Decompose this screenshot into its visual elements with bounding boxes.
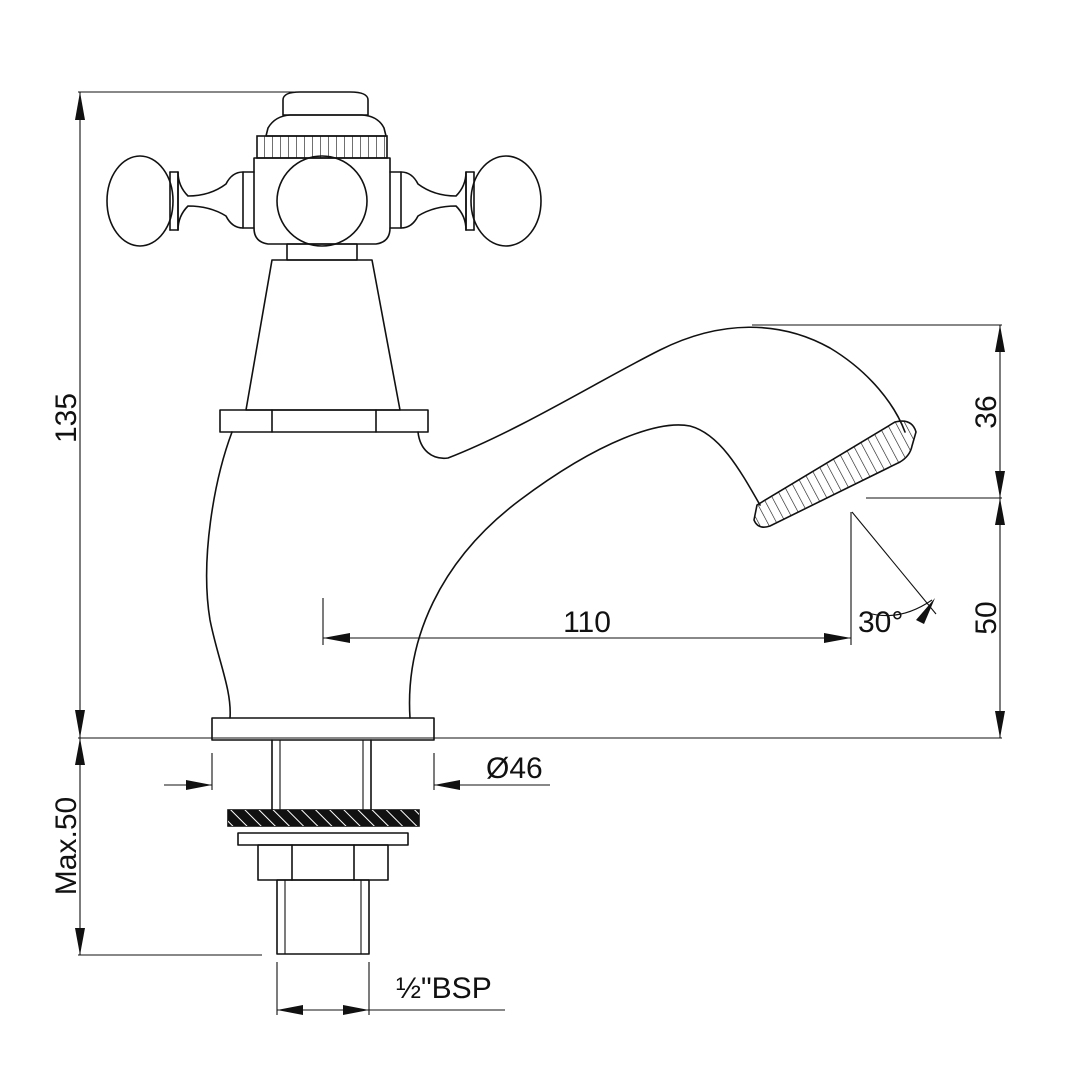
handle-crown <box>265 114 387 137</box>
tap-tail <box>227 739 420 955</box>
dim-label-30: 30° <box>858 606 903 639</box>
dimension-total-height: 135 <box>50 91 1002 739</box>
dim-label-bsp: ½"BSP <box>396 972 492 1005</box>
dimension-spout-lower: 50 <box>970 498 1005 738</box>
tap-base <box>211 717 435 741</box>
handle-knurled-ring <box>256 135 388 159</box>
headwork-flange <box>219 409 429 433</box>
dimension-spray-angle: 30° <box>851 511 937 639</box>
handle-left-ball <box>106 155 174 247</box>
dimension-reach: 110 <box>322 512 852 645</box>
arrow-50-top <box>995 498 1005 525</box>
headwork-shroud <box>245 259 401 411</box>
arrow-46-right <box>434 780 460 790</box>
handle-centre-disc <box>276 155 368 247</box>
dimension-spout-upper: 36 <box>752 324 1005 499</box>
arrow-110-left <box>323 633 350 643</box>
arrow-30 <box>916 598 935 624</box>
handle-hub <box>253 157 391 245</box>
dim-label-135: 135 <box>50 393 83 443</box>
arrow-135-bottom <box>75 710 85 738</box>
threaded-tail <box>276 879 370 955</box>
handle-right-ball <box>470 155 542 247</box>
arrow-46-left <box>186 780 212 790</box>
arrow-36-top <box>995 325 1005 352</box>
spray-angle-arc <box>867 599 933 617</box>
cross-handle <box>106 91 542 261</box>
arrow-max50-bottom <box>75 928 85 955</box>
arrow-36-bottom <box>995 471 1005 498</box>
dim-label-46: Ø46 <box>486 752 543 785</box>
metal-washer <box>237 832 409 846</box>
dim-label-max50: Max.50 <box>50 797 83 895</box>
back-nut <box>257 844 389 881</box>
rubber-washer-hatch <box>228 810 419 826</box>
handle-right-ring-caps <box>465 171 475 231</box>
handle-left-ring-caps <box>169 171 179 231</box>
spout-aerator <box>753 420 917 528</box>
dim-label-36: 36 <box>970 395 1003 428</box>
spray-angle-line <box>851 511 937 615</box>
arrow-50-bottom <box>995 711 1005 738</box>
dim-label-110: 110 <box>563 606 611 639</box>
arrow-135-top <box>75 92 85 120</box>
arrow-max50-top <box>75 738 85 765</box>
tap-body-and-spout <box>205 326 906 719</box>
dimension-base-diameter: Ø46 <box>164 752 550 790</box>
arrow-thread-left <box>277 1005 303 1015</box>
dimension-thread: ½"BSP <box>276 962 505 1015</box>
arrow-110-right <box>824 633 851 643</box>
dim-label-50: 50 <box>970 601 1003 634</box>
dimension-max-tail: Max.50 <box>50 738 262 956</box>
handle-top-cap <box>282 91 369 116</box>
arrow-thread-right <box>343 1005 369 1015</box>
